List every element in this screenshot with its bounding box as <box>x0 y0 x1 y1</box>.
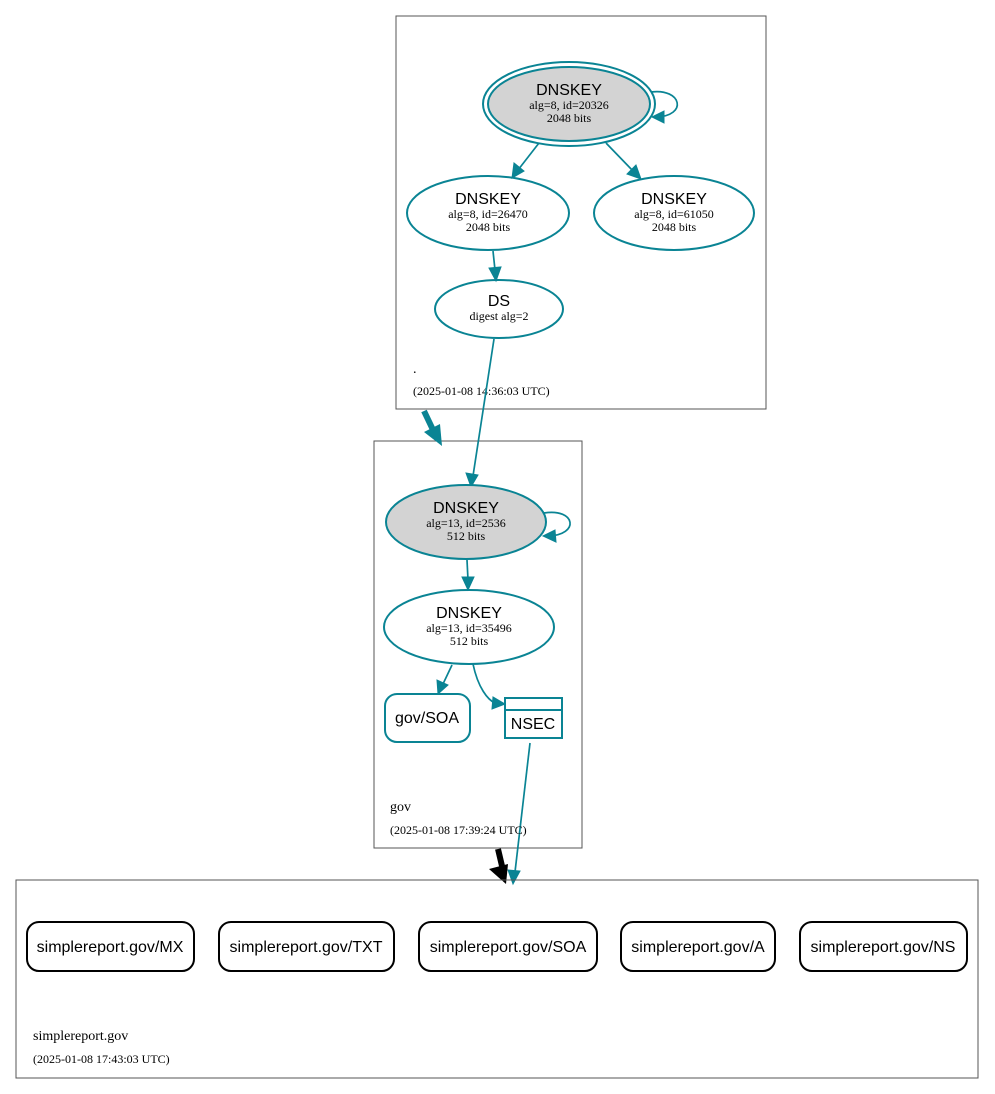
root-zsk2-alg: alg=8, id=61050 <box>634 207 714 221</box>
gov-ksk-self-loop-arrow <box>541 529 557 543</box>
rr-a-label: simplereport.gov/A <box>631 939 765 956</box>
delegation-root-to-gov-arrow <box>424 424 442 446</box>
root-ksk-alg: alg=8, id=20326 <box>529 98 609 112</box>
delegation-gov-to-simplereport-arrow <box>489 864 508 884</box>
root-zsk1-bits: 2048 bits <box>466 220 511 234</box>
rr-mx-label: simplereport.gov/MX <box>37 939 184 956</box>
edge-ksk-to-zsk1 <box>517 142 540 171</box>
rr-ns-label: simplereport.gov/NS <box>811 939 956 956</box>
root-zsk1-alg: alg=8, id=26470 <box>448 207 528 221</box>
nsec-node[interactable]: NSEC <box>504 697 563 739</box>
edge-gov-ksk-to-zsk-arrow <box>461 576 475 592</box>
edge-ds-to-gov-ksk-arrow <box>465 472 479 489</box>
ds-node[interactable]: DS digest alg=2 <box>434 279 564 339</box>
ds-digest: digest alg=2 <box>469 309 528 323</box>
gov-ksk-alg: alg=13, id=2536 <box>426 516 506 530</box>
simplereport-zone-cluster <box>15 879 979 1079</box>
rr-soa-label: simplereport.gov/SOA <box>430 939 587 956</box>
gov-zone-name: gov <box>390 800 411 815</box>
edge-zsk1-to-ds-arrow <box>488 266 502 283</box>
root-zone-name: . <box>413 362 417 377</box>
root-ksk-self-loop-arrow <box>650 110 665 124</box>
gov-soa-node[interactable]: gov/SOA <box>384 693 471 743</box>
root-ksk-bits: 2048 bits <box>547 111 592 125</box>
rr-txt-node[interactable]: simplereport.gov/TXT <box>218 921 395 972</box>
rr-txt-label: simplereport.gov/TXT <box>230 939 383 956</box>
edge-ksk-to-zsk2-arrow <box>626 164 642 180</box>
gov-zsk-title: DNSKEY <box>436 605 502 622</box>
edge-gov-zsk-to-nsec-arrow <box>491 696 507 710</box>
gov-soa-label: gov/SOA <box>395 710 459 727</box>
edge-nsec-to-simplereport <box>514 742 531 873</box>
root-zsk2-title: DNSKEY <box>641 191 707 208</box>
ds-title: DS <box>488 293 510 310</box>
edge-gov-zsk-to-nsec <box>472 663 496 704</box>
gov-ksk-self-loop <box>543 511 571 537</box>
nsec-label: NSEC <box>511 716 555 733</box>
edge-gov-zsk-to-soa <box>442 664 453 685</box>
gov-zone-timestamp: (2025-01-08 17:39:24 UTC) <box>390 823 527 837</box>
root-zsk2-node[interactable]: DNSKEY alg=8, id=61050 2048 bits <box>593 175 755 251</box>
root-ksk-title: DNSKEY <box>536 82 602 99</box>
delegation-gov-to-simplereport <box>495 848 505 867</box>
gov-ksk-bits: 512 bits <box>447 529 486 543</box>
rr-soa-node[interactable]: simplereport.gov/SOA <box>418 921 598 972</box>
gov-ksk-title: DNSKEY <box>433 500 499 517</box>
root-zone-cluster <box>395 15 767 410</box>
rr-mx-node[interactable]: simplereport.gov/MX <box>26 921 195 972</box>
root-ksk-node[interactable]: DNSKEY alg=8, id=20326 2048 bits <box>482 61 656 147</box>
root-zone-timestamp: (2025-01-08 14:36:03 UTC) <box>413 384 550 398</box>
gov-zsk-bits: 512 bits <box>450 634 489 648</box>
edge-ksk-to-zsk1-arrow <box>511 162 525 179</box>
root-zsk2-bits: 2048 bits <box>652 220 697 234</box>
rr-ns-node[interactable]: simplereport.gov/NS <box>799 921 968 972</box>
edge-nsec-to-simplereport-arrow <box>507 869 521 886</box>
edge-ksk-to-zsk2 <box>605 142 635 173</box>
edge-gov-zsk-to-soa-arrow <box>436 679 449 696</box>
root-zsk1-node[interactable]: DNSKEY alg=8, id=26470 2048 bits <box>406 175 570 251</box>
rr-a-node[interactable]: simplereport.gov/A <box>620 921 776 972</box>
gov-zsk-node[interactable]: DNSKEY alg=13, id=35496 512 bits <box>383 589 555 665</box>
edge-zsk1-to-ds <box>492 250 496 271</box>
simplereport-zone-name: simplereport.gov <box>33 1029 128 1044</box>
gov-zsk-alg: alg=13, id=35496 <box>426 621 512 635</box>
edge-ds-to-gov-ksk <box>472 338 495 477</box>
gov-ksk-node[interactable]: DNSKEY alg=13, id=2536 512 bits <box>385 484 547 560</box>
root-zsk1-title: DNSKEY <box>455 191 521 208</box>
simplereport-zone-timestamp: (2025-01-08 17:43:03 UTC) <box>33 1052 170 1066</box>
